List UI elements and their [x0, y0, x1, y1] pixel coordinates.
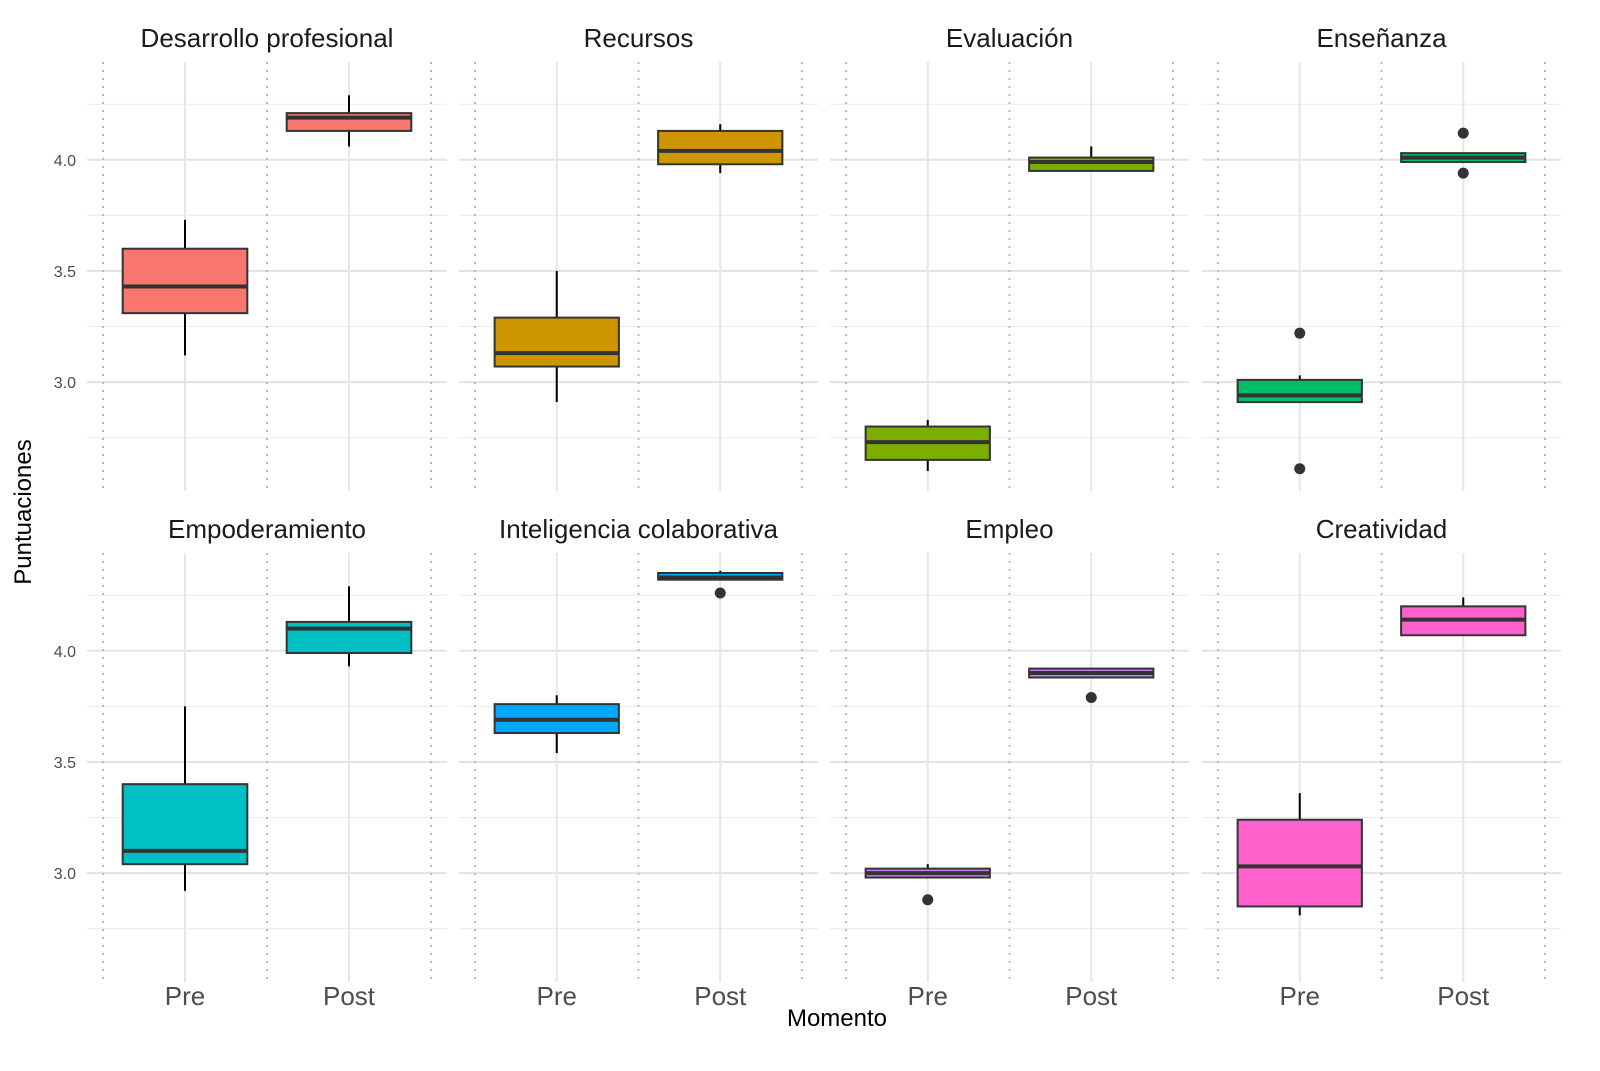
y-axis-title: Puntuaciones — [10, 439, 37, 584]
x-tick-label: Post — [694, 981, 747, 1011]
outlier-point — [714, 587, 726, 599]
x-axis-title: Momento — [787, 1005, 887, 1032]
outlier-point — [1294, 327, 1306, 339]
facet-title: Creatividad — [1316, 514, 1448, 544]
box-pre — [493, 316, 620, 368]
facet-title: Inteligencia colaborativa — [499, 514, 778, 544]
box-post — [1028, 156, 1155, 172]
outlier-point — [1294, 463, 1306, 475]
outlier-point — [1457, 127, 1469, 139]
box-pre — [1236, 818, 1363, 908]
y-tick-label: 3.0 — [54, 375, 76, 392]
facet-title: Recursos — [584, 23, 694, 53]
y-tick-label: 4.0 — [54, 644, 76, 661]
box-pre — [121, 247, 249, 315]
outlier-point — [1085, 691, 1097, 703]
facet-title: Evaluación — [946, 23, 1073, 53]
facet-title: Empoderamiento — [168, 514, 366, 544]
box-pre — [1236, 378, 1363, 404]
outlier-point — [922, 894, 934, 906]
y-tick-label: 3.5 — [54, 755, 76, 772]
y-tick-label: 4.0 — [54, 153, 76, 170]
facet-title: Enseñanza — [1316, 23, 1447, 53]
box-post — [285, 620, 413, 655]
x-tick-label: Post — [1437, 981, 1490, 1011]
x-tick-label: Post — [323, 981, 376, 1011]
facet-title: Empleo — [965, 514, 1053, 544]
x-tick-label: Pre — [537, 981, 577, 1011]
x-tick-label: Post — [1065, 981, 1118, 1011]
facet-title: Desarrollo profesional — [141, 23, 394, 53]
x-tick-label: Pre — [908, 981, 948, 1011]
box-post — [657, 129, 784, 166]
x-tick-label: Pre — [1280, 981, 1320, 1011]
y-tick-label: 3.0 — [54, 866, 76, 883]
y-tick-label: 3.5 — [54, 264, 76, 281]
outlier-point — [1457, 167, 1469, 179]
x-tick-label: Pre — [165, 981, 205, 1011]
